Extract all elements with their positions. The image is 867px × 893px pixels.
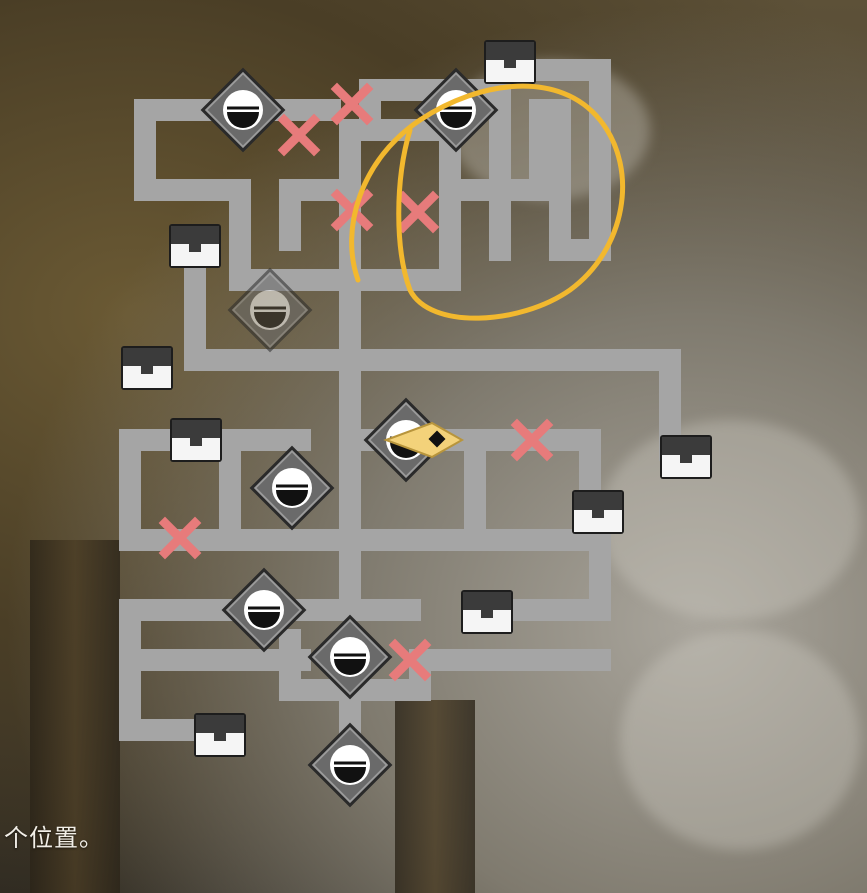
background-pillar-mid [395,700,475,893]
enemy-symbol-icon[interactable] [248,444,336,532]
enemy-symbol-icon[interactable] [306,721,394,809]
background-cloud [620,630,860,850]
enemy-symbol-icon[interactable] [199,66,287,154]
x-mark-icon [284,120,314,150]
treasure-chest-icon[interactable] [170,418,222,462]
treasure-chest-icon[interactable] [660,435,712,479]
background-cloud [600,420,860,620]
treasure-chest-icon[interactable] [572,490,624,534]
player-position-icon [383,421,465,459]
background-pillar-left [30,540,120,893]
x-mark-icon [403,197,433,227]
treasure-chest-icon[interactable] [461,590,513,634]
treasure-chest-icon[interactable] [484,40,536,84]
subtitle-text: 个位置。 [4,824,104,852]
annotation-circle [349,83,626,321]
treasure-chest-icon[interactable] [121,346,173,390]
treasure-chest-icon[interactable] [194,713,246,757]
treasure-chest-icon[interactable] [169,224,221,268]
